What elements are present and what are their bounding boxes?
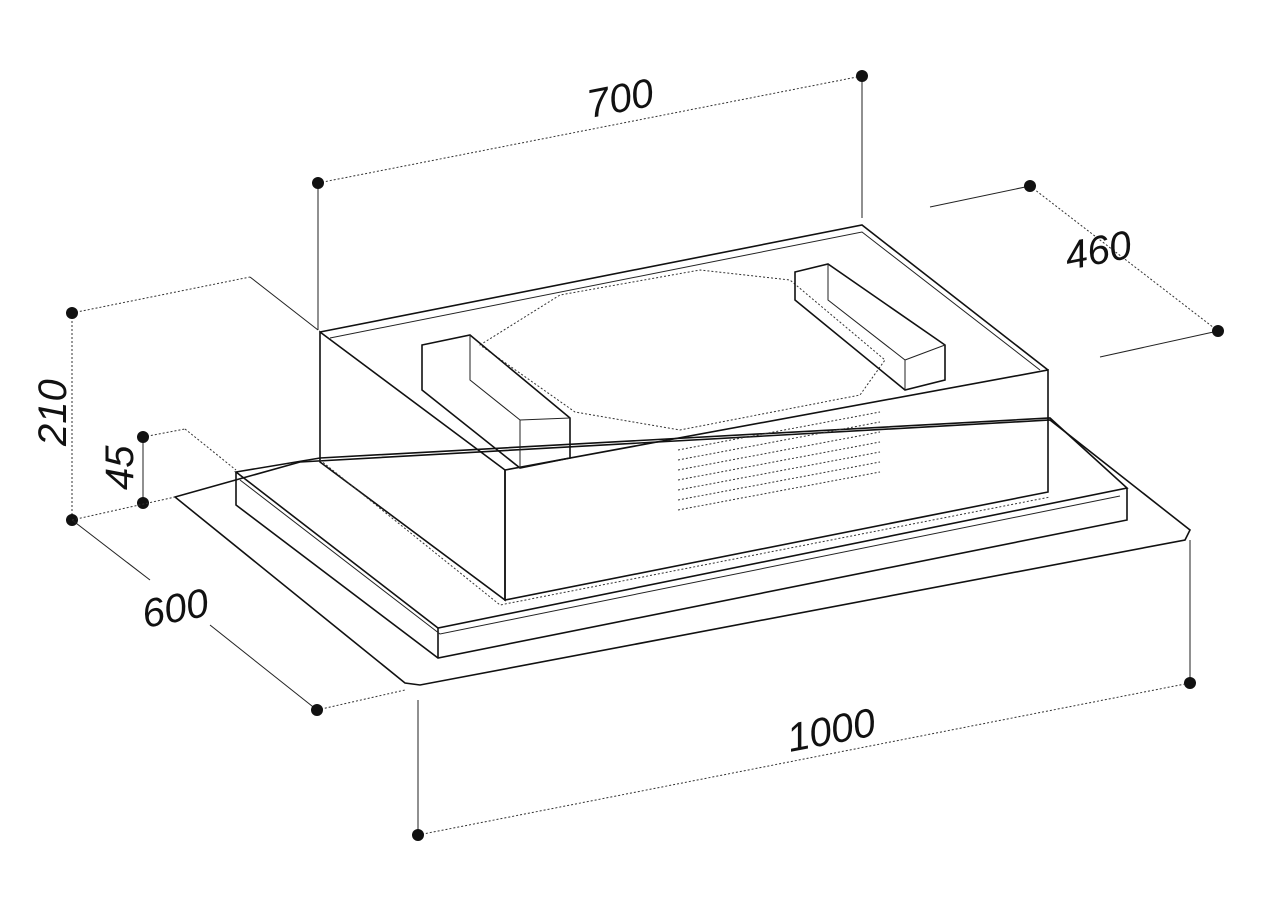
- dimension-460: 460: [929, 180, 1224, 358]
- dimension-label-1000: 1000: [783, 701, 879, 761]
- dimension-210: 210: [31, 276, 319, 526]
- dimension-label-45: 45: [98, 445, 142, 490]
- dimension-label-700: 700: [583, 71, 657, 127]
- motor-housing: [319, 224, 1051, 606]
- dimension-label-600: 600: [138, 581, 212, 637]
- dimension-label-210: 210: [31, 379, 75, 447]
- dimension-endpoint: [856, 70, 868, 82]
- glass-plate: [173, 419, 1192, 686]
- vent-grille: [677, 411, 881, 511]
- dimension-endpoint: [312, 177, 324, 189]
- dimension-45: 45: [98, 428, 237, 509]
- dimension-600: 600: [71, 496, 406, 716]
- frame: [234, 417, 1129, 659]
- dimension-label-460: 460: [1061, 223, 1135, 279]
- dimension-700: 700: [312, 70, 868, 330]
